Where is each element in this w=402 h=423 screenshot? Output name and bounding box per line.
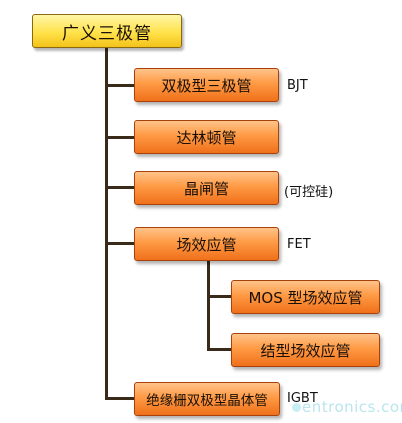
note-igbt: IGBT [287,391,318,406]
node-mosfet: MOS 型场效应管 [231,280,380,314]
node-bjt: 双极型三极管 [134,68,279,102]
node-thyristor-label: 晶闸管 [183,179,229,198]
watermark: entronics.com [292,398,402,416]
node-darlington: 达林顿管 [134,120,279,154]
note-bjt: BJT [287,78,308,93]
branch-line-fet [105,242,134,245]
node-darlington-label: 达林顿管 [176,128,237,147]
branch-line-jfet [207,348,231,351]
branch-line-thyristor [105,186,134,189]
node-bjt-label: 双极型三极管 [161,76,252,95]
node-igbt-label: 绝缘栅双极型晶体管 [146,393,268,409]
branch-line-igbt [105,397,134,400]
node-thyristor: 晶闸管 [134,171,279,205]
node-jfet-label: 结型场效应管 [260,341,351,360]
branch-line-darlington [105,136,134,139]
root-node: 广义三极管 [32,14,182,48]
root-node-label: 广义三极管 [62,23,152,44]
node-fet: 场效应管 [134,227,279,261]
node-mosfet-label: MOS 型场效应管 [248,288,363,307]
fet-trunk-line [207,258,210,351]
branch-line-bjt [105,84,134,87]
note-fet: FET [287,237,311,252]
node-fet-label: 场效应管 [176,235,237,254]
note-thyristor: (可控硅) [284,185,334,200]
watermark-text: entronics.com [302,398,402,416]
node-igbt: 绝缘栅双极型晶体管 [134,382,280,416]
branch-line-mos [207,295,231,298]
watermark-dot-icon [292,403,301,412]
node-jfet: 结型场效应管 [231,333,380,367]
trunk-line [105,47,108,400]
